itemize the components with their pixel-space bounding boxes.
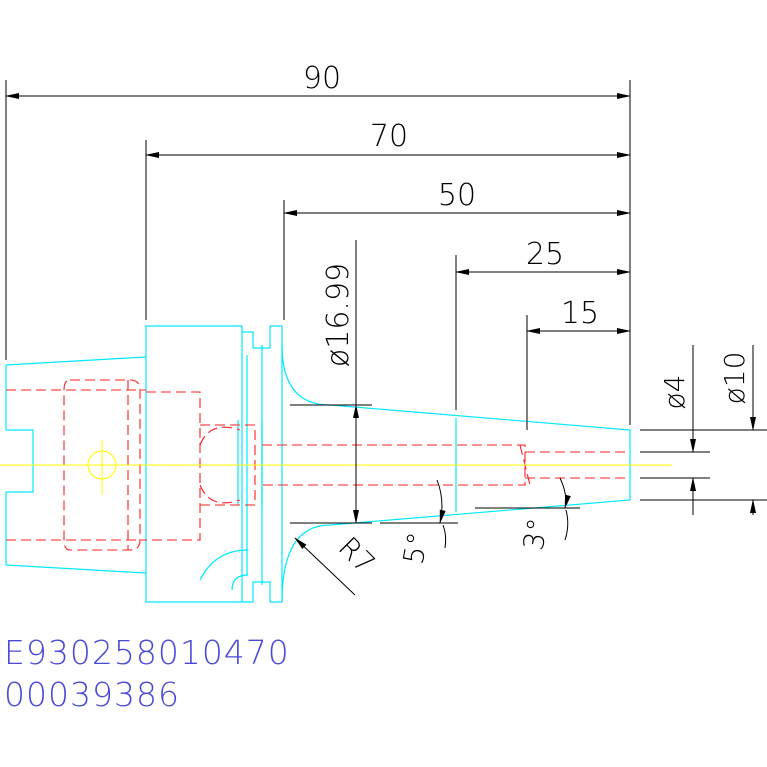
- dim-taper-angle-body: 5°: [397, 530, 435, 567]
- part-number: E930258010470: [4, 633, 290, 672]
- dim-overall-length: 90: [303, 61, 341, 96]
- dim-taper-length: 25: [526, 237, 564, 272]
- dim-body-length: 50: [438, 178, 476, 213]
- dim-fillet-radius: R7: [332, 530, 382, 580]
- dim-flange-to-tip: 70: [370, 119, 408, 154]
- tool-outline: [5, 325, 631, 603]
- dim-tip-diameter: ø10: [718, 352, 751, 405]
- dimension-lines: [5, 80, 767, 596]
- serial-number: 00039386: [4, 675, 180, 714]
- dim-taper-angle-tip: 3°: [517, 516, 555, 553]
- dim-bore-diameter: ø4: [658, 375, 691, 410]
- dim-bore-depth: 15: [561, 296, 599, 331]
- dim-collar-diameter: ø16.99: [321, 263, 356, 367]
